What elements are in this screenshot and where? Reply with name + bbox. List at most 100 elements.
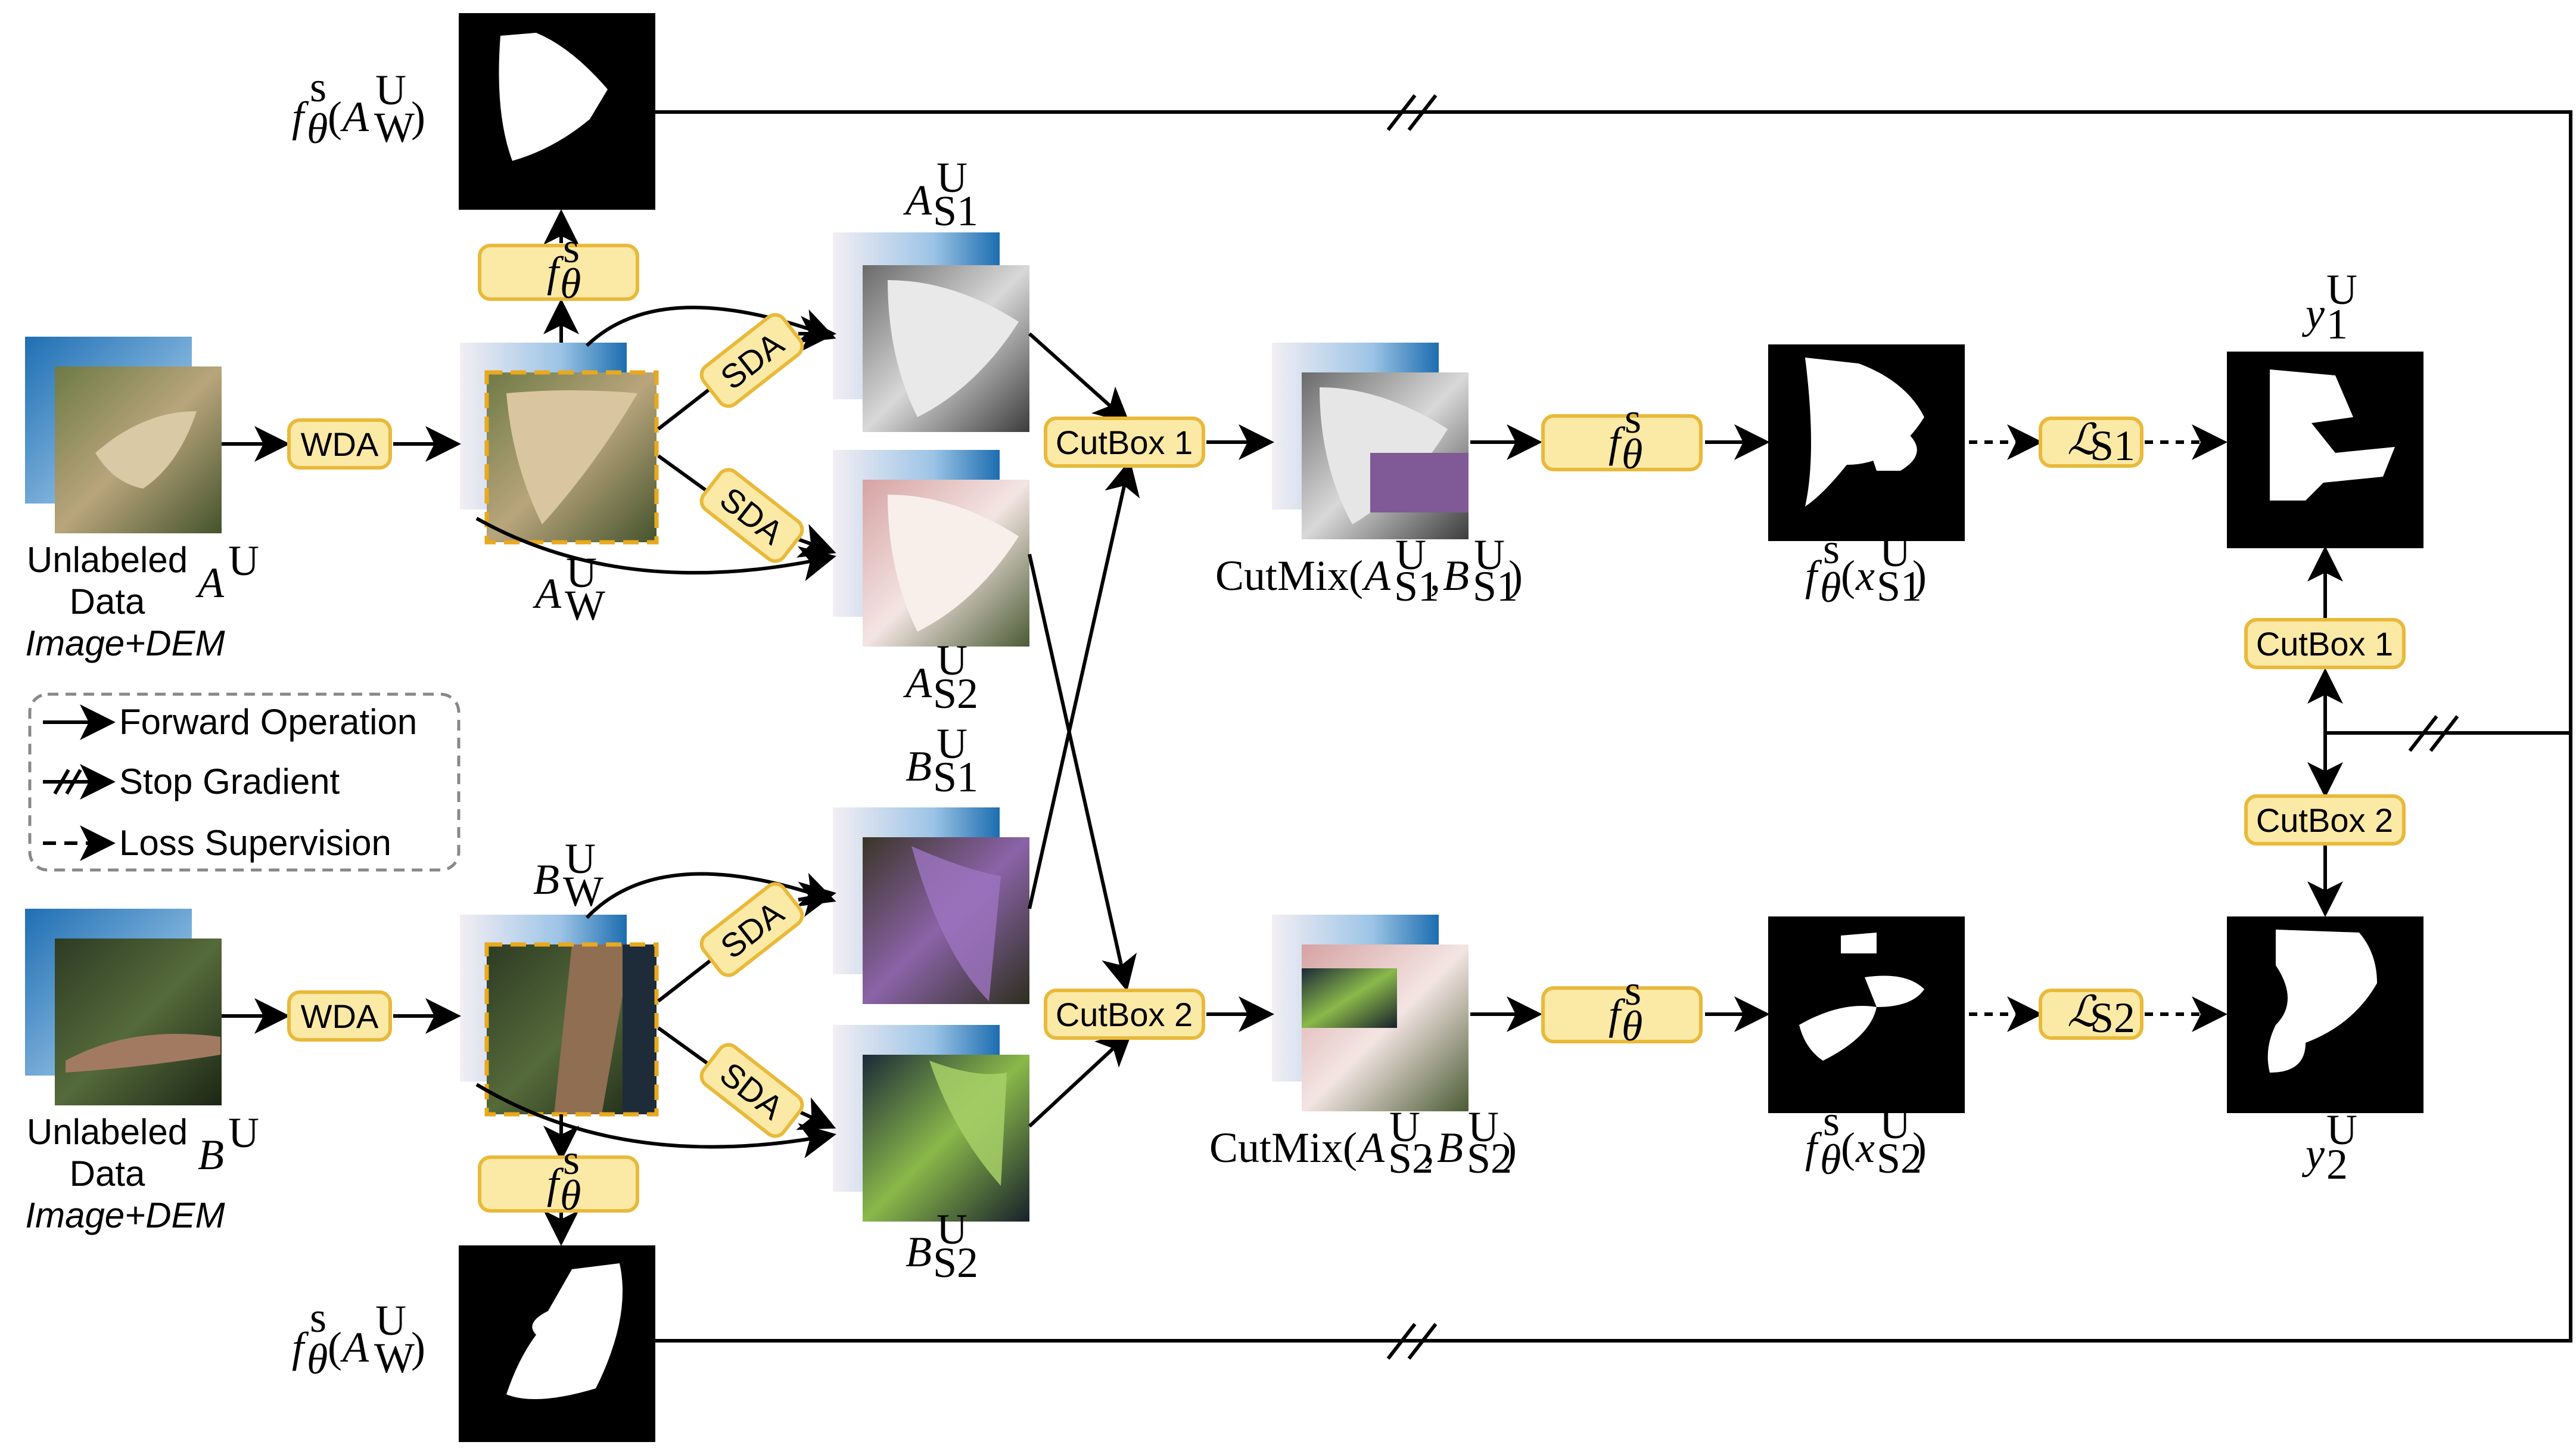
unlabeled-data-a: Unlabeled Data Image+DEM A U [25, 537, 259, 663]
svg-text:S1: S1 [1877, 563, 1922, 610]
svg-text:U: U [566, 549, 597, 596]
loss-sub: S1 [2090, 422, 2135, 470]
mask-bottom-aw [459, 1245, 655, 1442]
svg-text:): ) [1508, 552, 1523, 599]
theta-sub: θ [1622, 430, 1642, 478]
svg-text:1: 1 [2326, 300, 2348, 348]
svg-text:A: A [903, 176, 932, 224]
svg-text:U: U [937, 154, 967, 201]
label-aw: A U W [533, 549, 605, 629]
label-bs1: B U S1 [906, 720, 978, 801]
cutmix-image-2 [1272, 915, 1469, 1111]
svg-text:A: A [1356, 1124, 1385, 1172]
svg-text:U: U [1389, 1103, 1420, 1151]
loss-box-s1: ℒ S1 [2039, 416, 2143, 470]
svg-text:W: W [374, 1334, 415, 1382]
svg-text:S2: S2 [1388, 1135, 1433, 1182]
svg-text:U: U [1395, 531, 1426, 579]
legend-loss-label: Loss Supervision [119, 823, 391, 863]
theta-sub: θ [560, 260, 581, 307]
mask-pred-s2 [1768, 916, 1965, 1113]
crop-outline [484, 942, 659, 1117]
svg-text:(: ( [1841, 552, 1855, 599]
wda-box-a: WDA [287, 418, 392, 470]
s-sup: s [1625, 967, 1641, 1014]
cutbox1-box-mid: CutBox 1 [1044, 417, 1205, 468]
wda-box-b: WDA [287, 990, 392, 1042]
svg-text:CutMix(: CutMix( [1215, 552, 1363, 599]
svg-text:x: x [1855, 552, 1875, 599]
svg-text:W: W [563, 868, 603, 915]
model-box-mid1: f θ s [1541, 394, 1703, 478]
label-as2: A U S2 [903, 636, 978, 717]
svg-text:(: ( [1841, 1124, 1855, 1172]
strong-image-a-s1 [833, 232, 1029, 432]
svg-text:Image+DEM: Image+DEM [25, 623, 225, 663]
s-sup: s [1625, 394, 1641, 442]
svg-text:A: A [195, 559, 225, 607]
svg-text:CutMix(: CutMix( [1209, 1124, 1357, 1172]
s-sup: s [563, 224, 580, 272]
svg-text:S1: S1 [1394, 563, 1439, 610]
input-image-b [25, 909, 222, 1105]
svg-text:B: B [533, 856, 559, 903]
legend-stop-label: Stop Gradient [119, 762, 340, 801]
svg-text:S2: S2 [933, 1239, 978, 1287]
cutbox1-box-right: CutBox 1 [2244, 618, 2406, 669]
legend-forward-label: Forward Operation [119, 702, 417, 742]
svg-text:S1: S1 [933, 753, 978, 801]
unlabeled-data-b: Unlabeled Data Image+DEM B U [25, 1109, 259, 1235]
svg-text:Data: Data [70, 582, 145, 622]
svg-text:θ: θ [1820, 564, 1841, 611]
svg-text:U: U [937, 720, 967, 767]
sda-box-a2: SDA [699, 468, 804, 563]
svg-text:W: W [374, 104, 415, 151]
cutbox2-label: CutBox 2 [2256, 801, 2393, 839]
svg-text:Data: Data [70, 1154, 145, 1194]
connections [222, 94, 2572, 1360]
crop-outline [484, 370, 659, 545]
svg-text:U: U [228, 537, 259, 585]
loss-sub: S2 [2090, 994, 2135, 1042]
weak-image-a [460, 343, 659, 545]
weak-image-b [460, 915, 659, 1117]
svg-text:θ: θ [307, 105, 328, 153]
svg-text:B: B [1443, 552, 1469, 599]
svg-text:Unlabeled: Unlabeled [27, 540, 188, 580]
mask-target-y2 [2227, 916, 2423, 1113]
strong-image-b-s1 [833, 807, 1029, 1004]
mask-pred-s1 [1768, 344, 1965, 541]
svg-text:U: U [1474, 531, 1505, 579]
label-cutmix-2: CutMix( A U S2 , B U S2 ) [1209, 1103, 1517, 1182]
label-f-aw-top: f s θ ( A U W ) [292, 63, 425, 153]
cutbox1-label: CutBox 1 [2256, 625, 2393, 663]
label-f-aw-bottom: f s θ ( A U W ) [292, 1294, 425, 1383]
svg-text:U: U [1880, 528, 1911, 576]
loss-symbol: ℒ [2067, 416, 2099, 464]
svg-text:U: U [228, 1109, 259, 1157]
svg-text:,: , [1424, 1124, 1435, 1172]
loss-symbol: ℒ [2067, 988, 2099, 1036]
model-box-top: f θ s [478, 224, 639, 307]
wda-label: WDA [301, 998, 379, 1035]
svg-text:U: U [375, 1297, 406, 1344]
strong-image-a-s2 [833, 450, 1029, 647]
svg-text:y: y [2301, 1130, 2325, 1177]
svg-text:x: x [1855, 1124, 1875, 1172]
loss-box-s2: ℒ S2 [2039, 988, 2143, 1042]
label-bw: B U W [533, 835, 603, 915]
svg-text:y: y [2301, 290, 2325, 337]
svg-text:A: A [340, 1323, 369, 1371]
model-box-mid2: f θ s [1541, 967, 1703, 1050]
svg-text:s: s [1823, 525, 1840, 573]
theta-sub: θ [560, 1172, 581, 1219]
svg-text:U: U [937, 1205, 967, 1253]
sda-box-a1: SDA [699, 313, 804, 408]
svg-text:s: s [1823, 1097, 1840, 1145]
svg-text:U: U [2326, 266, 2357, 313]
svg-text:,: , [1430, 552, 1441, 599]
svg-text:): ) [1912, 1124, 1927, 1172]
model-box-bottom: f θ s [478, 1136, 639, 1219]
svg-text:S2: S2 [1467, 1135, 1512, 1182]
label-as1: A U S1 [903, 154, 978, 235]
